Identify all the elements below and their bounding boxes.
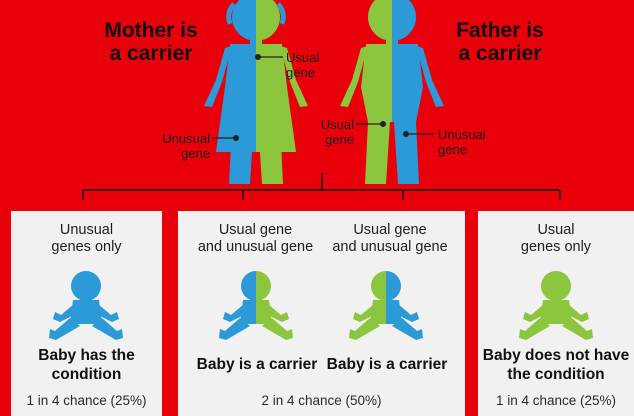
baby-carrier-2-figure	[349, 271, 423, 340]
outcome-1-result: Baby has the condition	[11, 346, 162, 384]
outcome-3-heading: Usual gene and unusual gene	[320, 222, 460, 256]
outcome-1-chance: 1 in 4 chance (25%)	[11, 393, 162, 408]
baby-affected-figure	[49, 271, 123, 340]
baby-unaffected-figure	[519, 271, 593, 340]
outcome-2-result: Baby is a carrier	[186, 355, 328, 374]
outcome-4-heading: Usual genes only	[478, 222, 634, 256]
carrier-chance: 2 in 4 chance (50%)	[178, 393, 465, 408]
outcome-1-heading: Unusual genes only	[11, 222, 162, 256]
outcome-3-result: Baby is a carrier	[316, 355, 458, 374]
baby-carrier-1-figure	[219, 271, 293, 340]
outcome-4-result: Baby does not have the condition	[478, 346, 634, 384]
outcome-4-chance: 1 in 4 chance (25%)	[478, 393, 634, 408]
outcome-2-heading: Usual gene and unusual gene	[178, 222, 333, 256]
